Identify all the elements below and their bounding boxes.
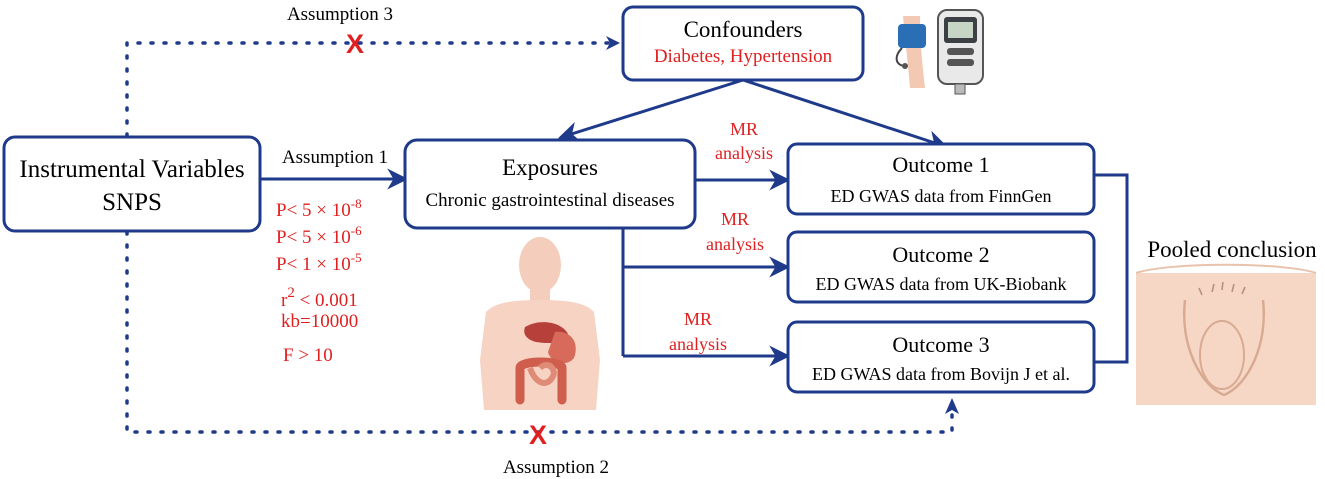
threshold-r2: r2 < 0.001 (281, 285, 358, 311)
threshold-r2-exponent: 2 (287, 285, 295, 301)
threshold-p2-base: P< 5 × 10 (276, 227, 351, 248)
glucose-meter-icon (937, 9, 984, 95)
threshold-p2-exponent: -6 (351, 223, 362, 238)
threshold-f: F > 10 (283, 345, 333, 366)
outcomes-bracket (1094, 173, 1129, 364)
human-digestive-system-icon (480, 237, 600, 410)
confounders-title: Confounders (684, 17, 803, 42)
assumption-2-violation-mark: X (529, 420, 547, 450)
assumption-3-path (125, 36, 620, 138)
outcome-2-title: Outcome 2 (892, 242, 989, 267)
confounders-to-exposures-arrow (557, 78, 744, 142)
threshold-p3: P< 1 × 10-5 (276, 250, 362, 275)
confounders-subtitle: Diabetes, Hypertension (654, 46, 833, 67)
outcome-3-title: Outcome 3 (892, 332, 989, 357)
mr-analysis-label-1-line2: analysis (715, 143, 773, 163)
exposures-title: Exposures (502, 155, 598, 180)
confounders-box: Confounders Diabetes, Hypertension (621, 5, 865, 82)
outcome-3-subtitle: ED GWAS data from Bovijn J et al. (812, 364, 1070, 384)
assumption-3-violation-mark: X (346, 29, 364, 59)
instrumental-variables-subtitle: SNPS (102, 189, 162, 216)
threshold-p3-exponent: -5 (351, 250, 362, 265)
threshold-p2: P< 5 × 10-6 (276, 223, 362, 248)
outcome-1-subtitle: ED GWAS data from FinnGen (831, 186, 1052, 206)
assumption-1-label: Assumption 1 (282, 147, 388, 168)
mr-analysis-label-2-line2: analysis (706, 234, 764, 254)
outcome-2-subtitle: ED GWAS data from UK-Biobank (816, 274, 1067, 294)
threshold-r2-base: r (281, 290, 288, 311)
assumption-2-path (125, 230, 959, 434)
outcome-2-box: Outcome 2 ED GWAS data from UK-Biobank (786, 230, 1096, 304)
threshold-p1-base: P< 5 × 10 (276, 200, 351, 221)
threshold-p1-exponent: -8 (351, 196, 362, 211)
blood-pressure-cuff-icon (895, 16, 926, 88)
outcome-3-box: Outcome 3 ED GWAS data from Bovijn J et … (786, 320, 1096, 394)
assumption-3-label: Assumption 3 (287, 4, 393, 25)
threshold-r2-value: < 0.001 (295, 290, 358, 311)
instrumental-variables-box: Instrumental Variables SNPS (2, 135, 262, 233)
threshold-p3-base: P< 1 × 10 (276, 254, 351, 275)
threshold-p1: P< 5 × 10-8 (276, 196, 362, 221)
mr-analysis-label-3-line2: analysis (669, 334, 727, 354)
threshold-kb: kb=10000 (281, 311, 358, 332)
instrumental-variables-title: Instrumental Variables (19, 156, 244, 183)
exposures-subtitle: Chronic gastrointestinal diseases (425, 190, 674, 211)
male-pelvis-icon (1135, 263, 1317, 405)
mr-analysis-label-3-line1: MR (684, 309, 712, 329)
mr-analysis-label-1-line1: MR (730, 119, 758, 139)
pooled-conclusion-label: Pooled conclusion (1147, 237, 1317, 262)
selection-thresholds: P< 5 × 10-8 P< 5 × 10-6 P< 1 × 10-5 r2 <… (276, 196, 362, 366)
outcome-1-title: Outcome 1 (892, 152, 989, 177)
exposures-box: Exposures Chronic gastrointestinal disea… (403, 138, 697, 230)
confounders-to-outcome1-arrow (742, 78, 948, 151)
assumption-2-label: Assumption 2 (503, 457, 609, 478)
mr-analysis-label-2-line1: MR (721, 209, 749, 229)
outcome-1-box: Outcome 1 ED GWAS data from FinnGen (786, 142, 1096, 216)
